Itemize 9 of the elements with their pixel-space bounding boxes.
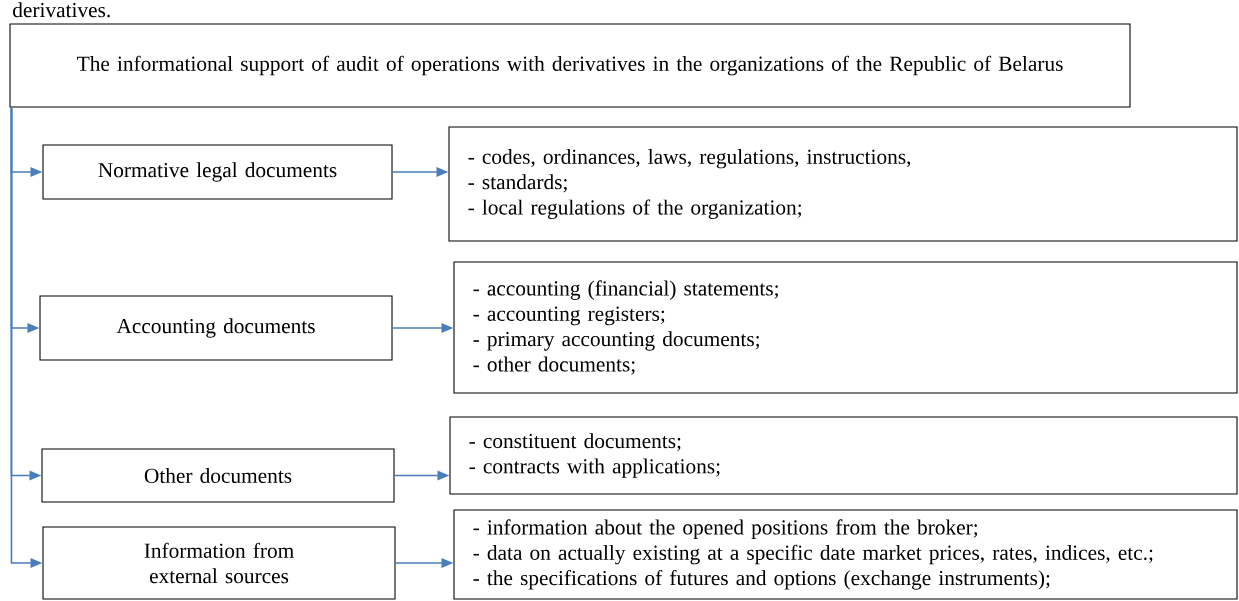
list-box: - information about the opened positions from the broker; - data on actually existing at a specific date market prices, rates, indices, etc.; - the specifications of futures and options (exchange instruments); — [453, 509, 1238, 600]
title-box: The informational support of audit of operations with derivatives in the organizations of the Republic of Belarus — [9, 23, 1131, 108]
category-box: Accounting documents — [39, 295, 393, 361]
list-box: - codes, ordinances, laws, regulations, instructions, - standards; - local regulations of the organization; — [448, 126, 1238, 242]
list-box: - accounting (financial) statements; - accounting registers; - primary accounting documents; - other documents; — [453, 261, 1238, 394]
category-box: Other documents — [41, 448, 395, 503]
category-box: Normative legal documents — [42, 144, 393, 200]
list-box: - constituent documents; - contracts with applications; — [449, 416, 1238, 495]
category-box: Information from external sources — [42, 526, 396, 600]
